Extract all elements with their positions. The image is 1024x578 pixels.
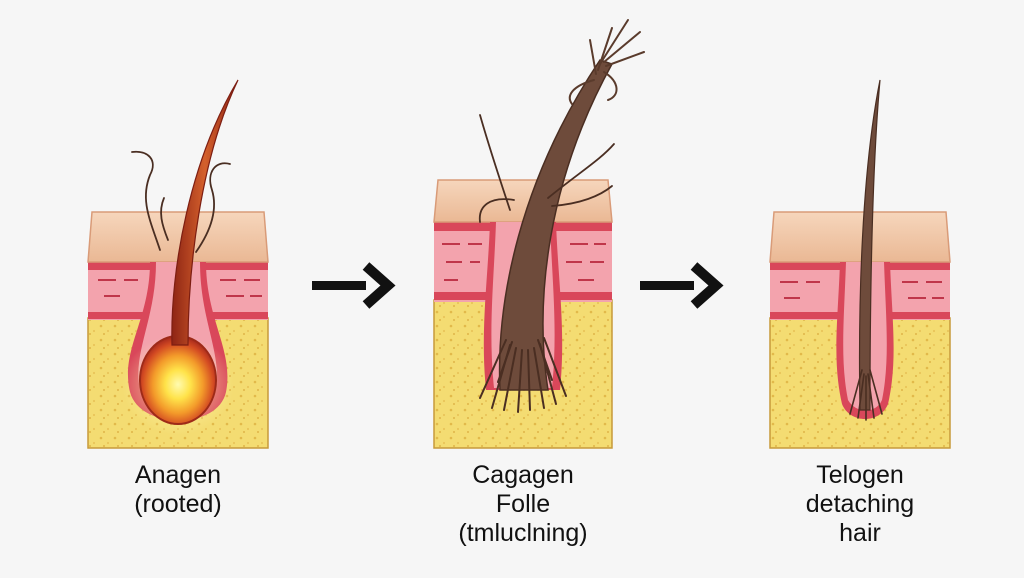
caption-line: (tmluclning)	[458, 519, 588, 547]
telogen-illustration	[769, 79, 951, 449]
caption-line: detaching	[805, 490, 915, 518]
catagen-illustration	[433, 19, 645, 449]
caption-line: Anagen	[134, 461, 222, 489]
caption-line: hair	[839, 519, 881, 547]
stage-caption-anagen: Anagen (rooted)	[48, 461, 308, 519]
right-arrow-icon	[312, 262, 396, 309]
stage-caption-telogen: Telogen detaching hair	[730, 461, 990, 548]
caption-line: Folle	[495, 490, 551, 518]
caption-line: Cagagen	[472, 461, 574, 489]
caption-line: Telogen	[816, 461, 904, 489]
stage-caption-catagen: Cagagen Folle (tmluclning)	[393, 461, 653, 548]
anagen-illustration	[87, 79, 269, 449]
caption-line: (rooted)	[134, 490, 222, 518]
right-arrow-icon	[640, 262, 724, 309]
